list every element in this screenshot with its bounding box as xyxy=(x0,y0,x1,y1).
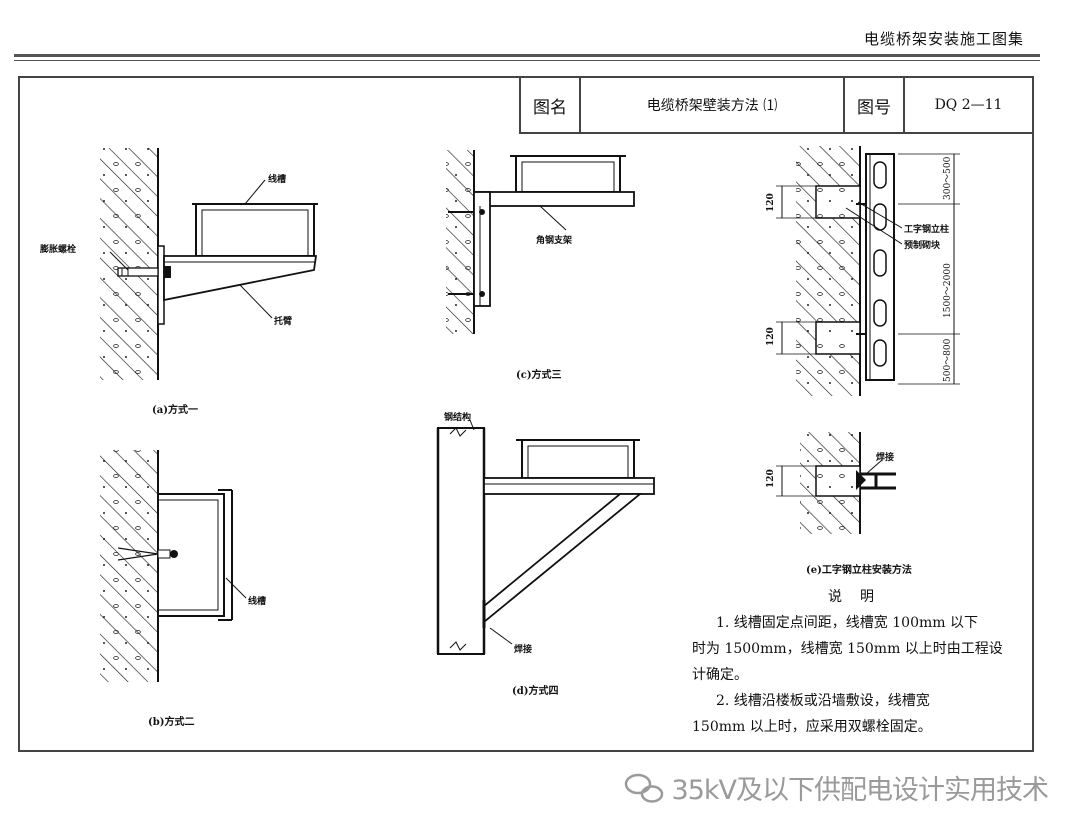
diagram-b xyxy=(100,450,247,682)
dim-120-c: 120 xyxy=(766,469,776,488)
dim-120-a: 120 xyxy=(766,193,776,212)
notes-line-4: 2. 线槽沿楼板或沿墙敷设，线槽宽 xyxy=(716,693,930,709)
wechat-icon xyxy=(624,773,664,803)
label-d-steel: 钢结构 xyxy=(444,413,472,423)
label-a-trough: 线槽 xyxy=(268,175,287,185)
label-e-column: 工字钢立柱 xyxy=(904,225,950,235)
dim-300-500: 300～500 xyxy=(943,156,953,200)
watermark-text: 35kV及以下供配电设计实用技术 xyxy=(671,775,1049,806)
label-c-angle: 角钢支架 xyxy=(536,236,573,246)
header-rule xyxy=(14,54,1040,57)
book-title: 电缆桥架安装施工图集 xyxy=(863,30,1024,48)
label-b-trough: 线槽 xyxy=(248,597,267,607)
notes-heading: 说 明 xyxy=(828,589,876,605)
dim-120-b: 120 xyxy=(766,327,776,346)
notes-line-1: 1. 线槽固定点间距，线槽宽 100mm 以下 xyxy=(716,615,978,631)
header-rule-thin xyxy=(14,60,1040,61)
label-a-bolt: 膨胀螺栓 xyxy=(40,245,77,255)
caption-e: (e)工字钢立柱安装方法 xyxy=(806,565,912,576)
caption-c: (c)方式三 xyxy=(516,370,562,381)
diagram-d xyxy=(436,419,655,655)
caption-d: (d)方式四 xyxy=(512,686,559,697)
notes-line-2: 时为 1500mm，线槽宽 150mm 以上时由工程设 xyxy=(692,641,1003,657)
diagram-c xyxy=(446,150,635,334)
title-number-value: DQ 2—11 xyxy=(903,76,1034,134)
diagram-e-detail xyxy=(776,432,896,534)
diagram-a xyxy=(100,148,318,380)
label-e-weld: 焊接 xyxy=(876,453,895,463)
label-a-bracket: 托臂 xyxy=(274,317,293,327)
dim-1500-2000: 1500～2000 xyxy=(943,263,953,318)
caption-b: (b)方式二 xyxy=(148,717,195,728)
diagram-e-elevation xyxy=(776,146,960,396)
label-d-weld: 焊接 xyxy=(514,645,533,655)
caption-a: (a)方式一 xyxy=(152,405,198,416)
dim-500-800: 500～800 xyxy=(943,338,953,382)
label-e-block: 预制砌块 xyxy=(904,241,941,251)
notes-line-3: 计确定。 xyxy=(692,667,748,683)
notes-line-5: 150mm 以上时，应采用双螺栓固定。 xyxy=(692,719,932,735)
